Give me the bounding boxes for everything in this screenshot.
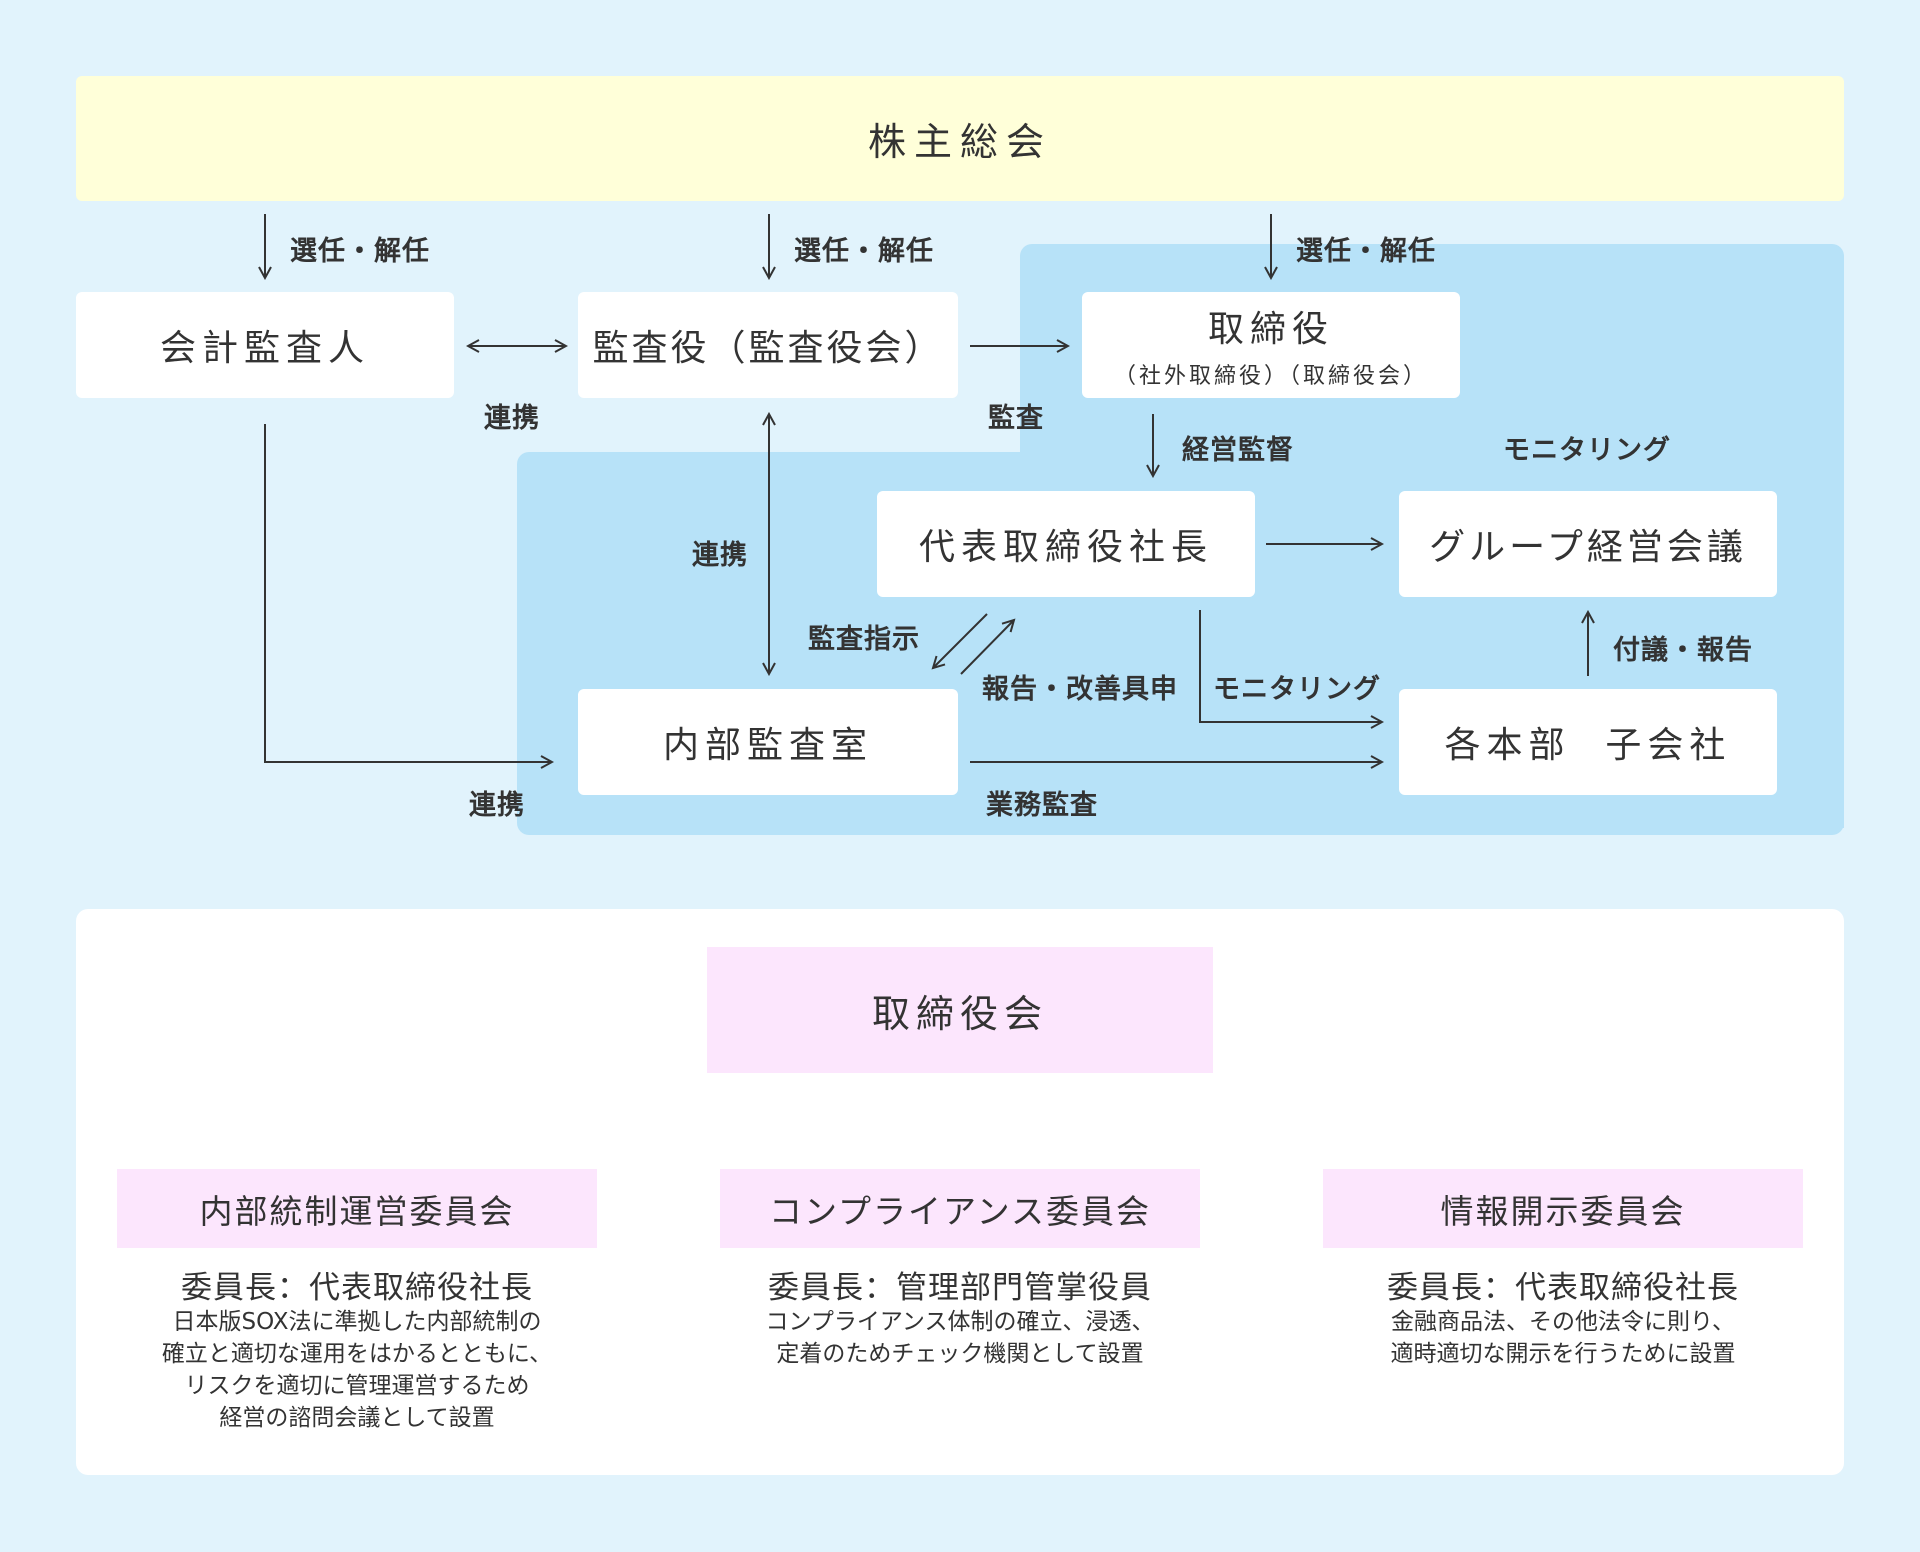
audit-instruction-label: 監査指示 [808,624,920,655]
committee-title-compliance: コンプライアンス委員会 [768,1191,1152,1231]
committee-desc-compliance: コンプライアンス体制の確立、浸透、 定着のためチェック機関として設置 [700,1306,1220,1370]
monitoring-top-label: モニタリング [1503,435,1671,466]
cooperation-arrow-3 [264,424,552,762]
supervision-label: 経営監督 [1182,435,1294,466]
board-label: 取締役 [1207,309,1334,350]
president-node: 代表取締役社長 [877,491,1255,597]
elect-label-2: 選任・解任 [794,236,934,267]
committee-desc-internal-control: 日本版SOX法に準拠した内部統制の 確立と適切な運用をはかるとともに、 リスクを… [97,1306,617,1434]
committee-box-disclosure: 情報開示委員会 [1323,1169,1803,1248]
monitoring-arrow [1199,610,1382,722]
desc-line: 適時適切な開示を行うために設置 [1390,1341,1736,1367]
proposal-report-label: 付議・報告 [1613,635,1753,666]
board-node: 取締役 （社外取締役）（取締役会） [1082,292,1460,398]
group-meeting-label: グループ経営会議 [1429,527,1747,568]
audit-instruction-arrow [933,613,988,668]
divisions-label: 各本部 子会社 [1444,725,1732,766]
desc-line: 経営の諮問会議として設置 [219,1405,495,1431]
desc-line: 確立と適切な運用をはかるとともに、 [161,1341,553,1367]
board-of-directors-node: 取締役会 [707,947,1213,1073]
divisions-node: 各本部 子会社 [1399,689,1777,795]
committee-title-disclosure: 情報開示委員会 [1440,1191,1686,1231]
desc-line: 日本版SOX法に準拠した内部統制の [172,1309,542,1335]
auditor-label: 監査役（監査役会） [592,328,944,369]
committee-chair-internal-control: 委員長：代表取締役社長 [181,1270,533,1306]
blue-region-notch-cover [1020,452,1050,462]
desc-line: コンプライアンス体制の確立、浸透、 [765,1309,1155,1335]
audit-label: 監査 [988,403,1044,434]
cooperation-label-3: 連携 [469,790,525,821]
accounting-auditor-node: 会計監査人 [76,292,454,398]
cooperation-label-1: 連携 [484,403,540,434]
committee-desc-disclosure: 金融商品法、その他法令に則り、 適時適切な開示を行うために設置 [1303,1306,1823,1370]
internal-audit-node: 内部監査室 [578,689,958,795]
report-arrow [960,620,1014,675]
group-meeting-node: グループ経営会議 [1399,491,1777,597]
committee-chair-compliance: 委員長：管理部門管掌役員 [768,1270,1152,1306]
auditor-node: 監査役（監査役会） [578,292,958,398]
desc-line: リスクを適切に管理運営するため [184,1373,530,1399]
operational-audit-label: 業務監査 [986,790,1098,821]
accounting-auditor-label: 会計監査人 [159,328,370,369]
shareholders-meeting-node: 株主総会 [76,76,1844,201]
monitoring-bottom-label: モニタリング [1213,674,1381,705]
report-improve-label: 報告・改善具申 [982,674,1178,705]
committee-box-compliance: コンプライアンス委員会 [720,1169,1200,1248]
elect-label-1: 選任・解任 [290,236,430,267]
board-sub-label: （社外取締役）（取締役会） [1113,364,1428,389]
elect-label-3: 選任・解任 [1296,236,1436,267]
committee-box-internal-control: 内部統制運営委員会 [117,1169,597,1248]
desc-line: 金融商品法、その他法令に則り、 [1390,1309,1736,1335]
board-of-directors-label: 取締役会 [871,991,1048,1036]
committee-title-internal-control: 内部統制運営委員会 [199,1191,515,1231]
internal-audit-label: 内部監査室 [662,725,873,766]
cooperation-label-2: 連携 [692,540,748,571]
desc-line: 定着のためチェック機関として設置 [776,1341,1144,1367]
committee-chair-disclosure: 委員長：代表取締役社長 [1387,1270,1739,1306]
president-label: 代表取締役社長 [918,527,1213,568]
